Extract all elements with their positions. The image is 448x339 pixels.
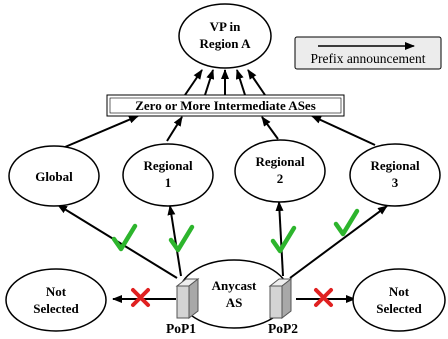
node-not-selected-right-line2: Selected [376,301,422,316]
node-global: Global [8,145,100,207]
pop1-label: PoP1 [166,321,196,336]
node-not-selected-left-line2: Selected [33,301,79,316]
intermediate-box-label: Zero or More Intermediate ASes [135,98,316,113]
edge-pop2-to-regional-2 [275,201,284,277]
pop1-router-side [188,277,199,320]
node-anycast-line2: AS [226,295,243,310]
edge-box-to-vp [184,69,203,96]
legend-box [294,36,442,70]
node-regional-1-shape [122,143,214,207]
edges-to-vp [184,69,266,96]
node-regional-2-line2: 2 [277,171,284,186]
edge-pop1-to-regional-1 [167,205,182,277]
edge-regional-1-to-box [166,116,183,142]
cross-icon [314,288,333,307]
pop2-router-side [281,277,292,320]
legend: Prefix announcement [294,36,442,70]
cross-stroke [314,288,333,307]
node-regional-2: Regional 2 [234,139,326,203]
pop1-router-icon [175,277,200,320]
node-not-selected-right: Not Selected [352,268,446,332]
edge-pop2-to-regional-3 [289,205,388,279]
node-not-selected-left-line1: Not [46,284,67,299]
node-not-selected-left-shape [5,268,107,332]
pop1-router-front [176,285,190,319]
node-regional-2-shape [234,139,326,203]
intermediate-box-shape [106,94,345,117]
node-vp-line2: Region A [200,36,252,51]
node-anycast-line1: Anycast [212,278,257,293]
cross-stroke [131,288,150,307]
check-icon [111,223,138,252]
node-vp: VP in Region A [178,3,272,69]
cross-icon [131,288,150,307]
check-icon [270,225,297,254]
node-global-label: Global [35,169,73,184]
pop2-router-icon [268,277,293,320]
pop2-router-front [269,285,283,319]
edges-to-box [64,115,376,148]
edge-box-to-vp [247,69,266,96]
edge-box-to-vp [235,69,246,96]
edge-global-to-box [64,115,139,148]
node-global-shape [8,145,100,207]
node-vp-shape [178,3,272,69]
node-regional-1: Regional 1 [122,143,214,207]
check-icon [333,208,360,237]
node-regional-3-line1: Regional [370,158,420,173]
edge-box-to-vp [204,69,215,96]
node-regional-3-shape [349,143,441,207]
edge-regional-2-to-box [261,116,279,140]
legend-label: Prefix announcement [310,51,425,66]
check-icon [168,224,195,253]
intermediate-box-inner [109,97,342,114]
node-regional-3-line2: 3 [392,175,399,190]
node-regional-2-line1: Regional [255,154,305,169]
node-regional-3: Regional 3 [349,143,441,207]
edge-regional-3-to-box [311,115,376,146]
intermediate-box: Zero or More Intermediate ASes [106,94,345,117]
node-not-selected-left: Not Selected [5,268,107,332]
node-vp-line1: VP in [210,19,241,34]
pop2-label: PoP2 [268,321,298,336]
node-not-selected-right-line1: Not [389,284,410,299]
node-regional-1-line1: Regional [143,158,193,173]
node-not-selected-right-shape [352,268,446,332]
node-regional-1-line2: 1 [165,175,172,190]
